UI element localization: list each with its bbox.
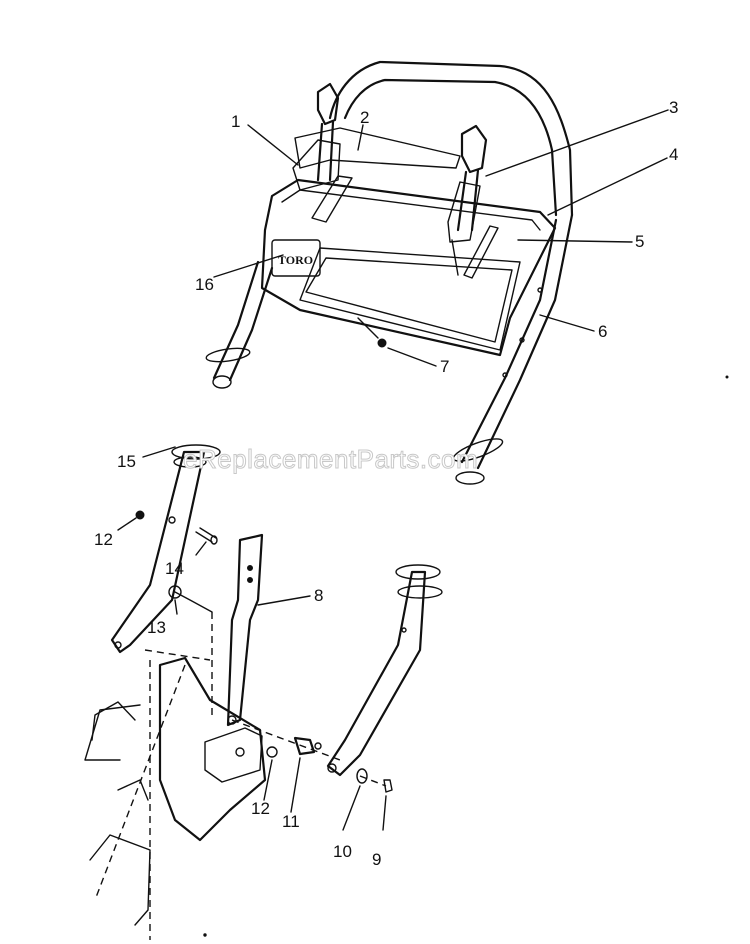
callout-13: 13 <box>147 618 166 637</box>
callout-11: 11 <box>282 812 300 831</box>
watermark-text: eReplacementParts.com <box>183 444 478 474</box>
callout-1: 1 <box>231 112 240 131</box>
callout-5: 5 <box>635 232 644 251</box>
callout-12-lower: 12 <box>251 799 270 818</box>
callout-10: 10 <box>333 842 352 861</box>
callout-2: 2 <box>360 108 369 127</box>
callout-16: 16 <box>195 275 214 294</box>
callout-7: 7 <box>440 357 449 376</box>
callout-4: 4 <box>669 145 678 164</box>
callout-3: 3 <box>669 98 678 117</box>
callout-12: 12 <box>94 530 113 549</box>
callout-numbers: 1 2 3 4 5 6 7 8 9 10 11 12 13 14 15 16 1… <box>94 98 678 869</box>
brand-plate-label: TORO <box>278 253 313 267</box>
lower-handle-assembly <box>84 444 443 940</box>
callout-14: 14 <box>165 559 184 578</box>
leader-lines <box>117 109 669 831</box>
upper-handle-assembly: TORO <box>205 60 574 485</box>
callout-9: 9 <box>372 850 381 869</box>
callout-6: 6 <box>598 322 607 341</box>
callout-15: 15 <box>117 452 136 471</box>
callout-8: 8 <box>314 586 323 605</box>
